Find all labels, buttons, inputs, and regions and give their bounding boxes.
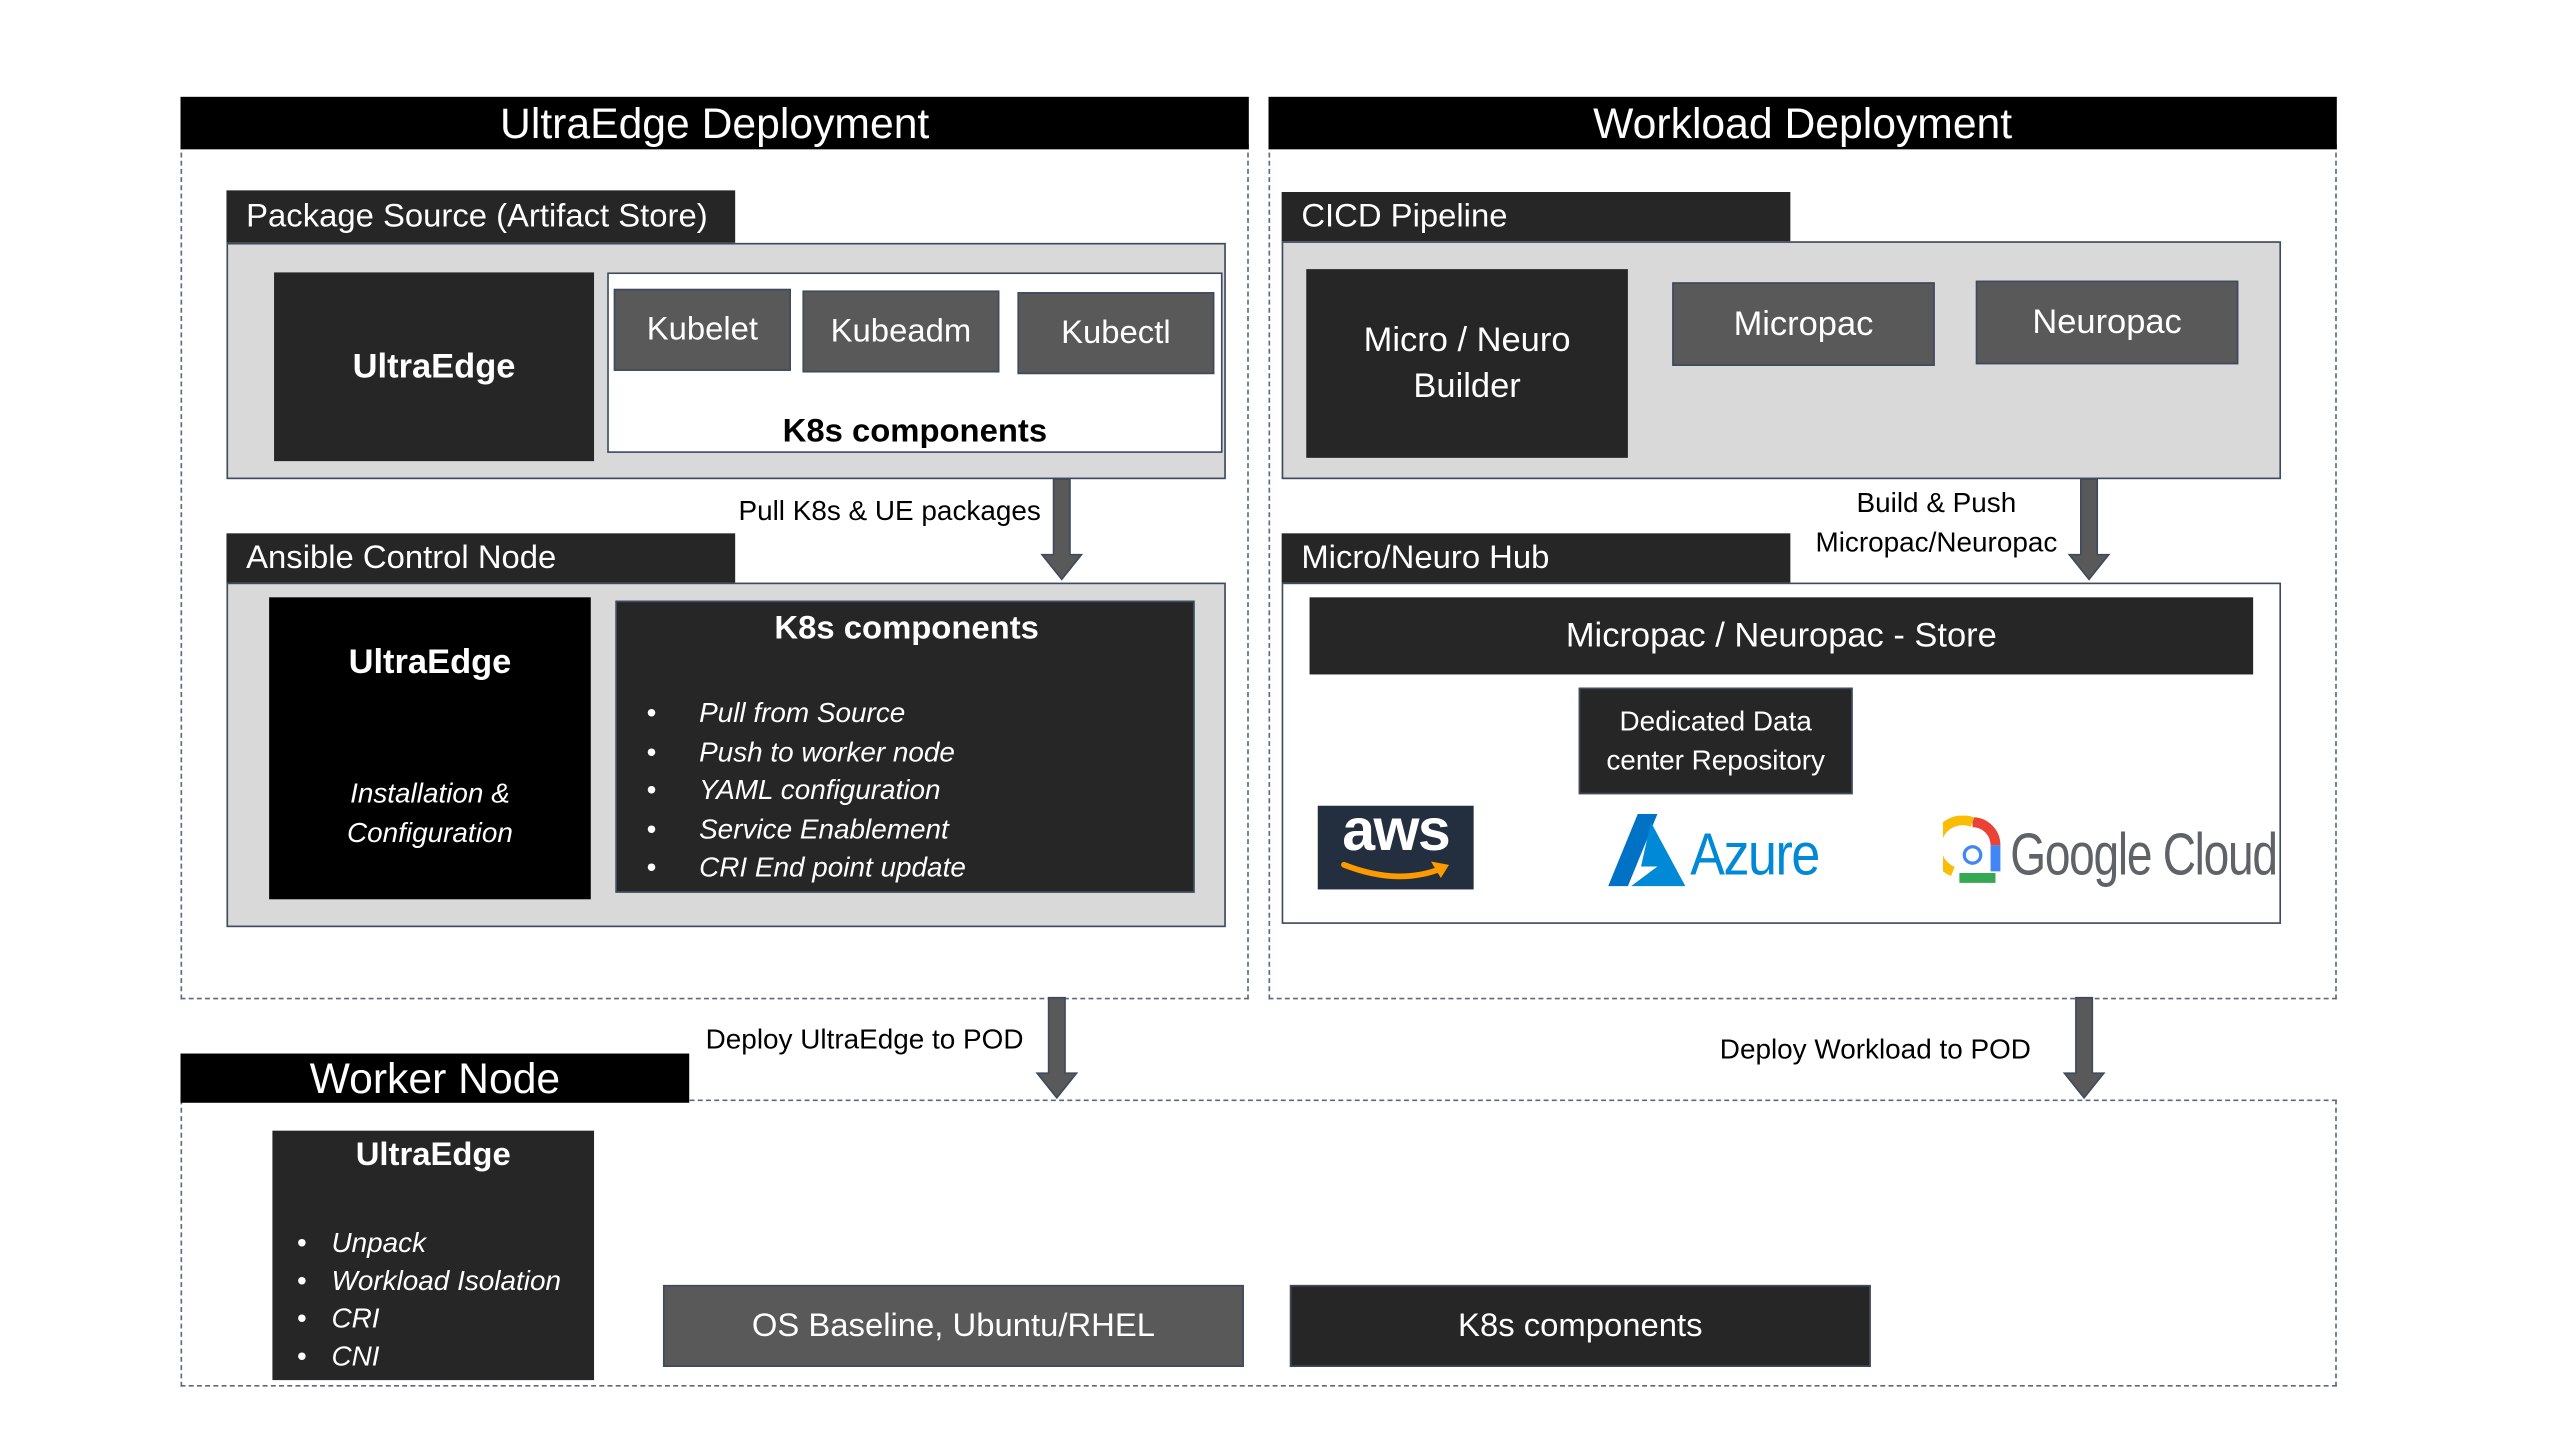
aws-logo: aws (1317, 796, 1474, 890)
azure-logo-text: Azure (1690, 820, 1820, 888)
kubelet-box: Kubelet (613, 288, 791, 371)
worker-node-region (180, 1099, 2337, 1387)
os-baseline-box: OS Baseline, Ubuntu/RHEL (662, 1284, 1244, 1367)
repo-line-1: Dedicated Data (1619, 704, 1812, 736)
list-item: CRI (297, 1300, 594, 1338)
datacenter-repo-box: Dedicated Data center Repository (1578, 687, 1853, 795)
ansible-ultraedge-sub-2: Configuration (346, 817, 513, 849)
google-cloud-text: Google Cloud (2010, 820, 2278, 888)
list-item: Workload Isolation (297, 1262, 594, 1300)
list-item: Pull from Source (647, 694, 1175, 733)
google-cloud-icon (1942, 815, 2001, 883)
worker-k8s-components-box: K8s components (1289, 1284, 1871, 1367)
list-item: CRI End point update (647, 848, 1175, 887)
kubeadm-box: Kubeadm (802, 290, 1000, 373)
ansible-ultraedge-sub-1: Installation & (350, 777, 510, 810)
ultraedge-deployment-title: UltraEdge Deployment (180, 96, 1249, 150)
build-push-arrow (2067, 478, 2111, 581)
list-item: Push to worker node (647, 733, 1175, 772)
ansible-k8s-title: K8s components (774, 610, 1039, 647)
azure-logo-icon (1608, 813, 1686, 887)
store-bar: Micropac / Neuropac - Store (1309, 597, 2254, 675)
ansible-k8s-list: Pull from Source Push to worker node YAM… (617, 694, 1175, 887)
cicd-pipeline-title: CICD Pipeline (1281, 191, 1791, 243)
builder-box: Micro / Neuro Builder (1306, 269, 1628, 458)
worker-node-title: Worker Node (180, 1053, 690, 1103)
list-item: CNI (297, 1337, 594, 1375)
list-item: Service Enablement (647, 810, 1175, 849)
list-item: YAML configuration (647, 771, 1175, 810)
ansible-k8s-box: K8s components Pull from Source Push to … (615, 600, 1195, 893)
package-source-ultraedge-box: UltraEdge (274, 272, 595, 462)
deploy-ultraedge-label: Deploy UltraEdge to POD (705, 1023, 1024, 1056)
deploy-ultraedge-arrow (1035, 996, 1079, 1100)
k8s-components-label: K8s components (782, 412, 1048, 449)
builder-line-1: Micro / Neuro (1363, 320, 1571, 359)
list-item: Unpack (297, 1224, 594, 1262)
aws-smile-icon (1341, 861, 1450, 880)
worker-ultraedge-box: UltraEdge Unpack Workload Isolation CRI … (272, 1130, 595, 1381)
builder-line-2: Builder (1413, 366, 1521, 405)
micropac-box: Micropac (1672, 282, 1935, 366)
worker-ultraedge-label: UltraEdge (355, 1137, 511, 1174)
ansible-control-node-title: Ansible Control Node (226, 533, 736, 585)
aws-logo-text: aws (1342, 795, 1450, 864)
build-push-label-2: Micropac/Neuropac (1815, 526, 2058, 558)
pull-packages-label: Pull K8s & UE packages (738, 495, 1041, 527)
deploy-workload-arrow (2062, 996, 2106, 1100)
micro-neuro-hub-title: Micro/Neuro Hub (1281, 533, 1791, 585)
pull-arrow (1040, 478, 1084, 581)
deploy-workload-label: Deploy Workload to POD (1719, 1033, 2031, 1066)
ansible-ultraedge-box: UltraEdge Installation & Configuration (269, 597, 591, 900)
repo-line-2: center Repository (1606, 744, 1825, 776)
ansible-ultraedge-label: UltraEdge (348, 643, 512, 682)
worker-ultraedge-list: Unpack Workload Isolation CRI CNI (272, 1224, 594, 1375)
kubectl-box: Kubectl (1017, 292, 1215, 375)
package-source-title: Package Source (Artifact Store) (226, 190, 736, 243)
neuropac-box: Neuropac (1975, 280, 2239, 365)
build-push-label-1: Build & Push (1856, 487, 2017, 519)
workload-deployment-title: Workload Deployment (1268, 96, 2337, 150)
